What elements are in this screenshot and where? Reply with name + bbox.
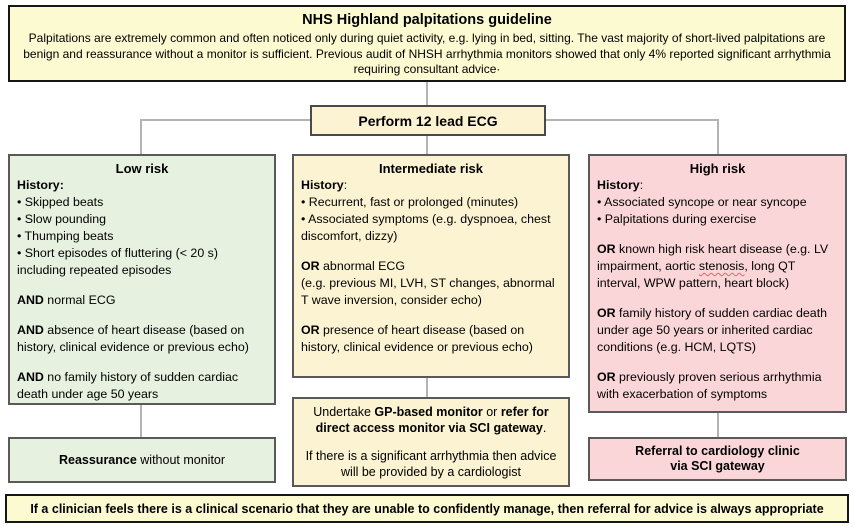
guideline-summary: Palpitations are extremely common and of…: [23, 31, 831, 76]
header-box: NHS Highland palpitations guideline Palp…: [8, 5, 846, 82]
footer-note-box: If a clinician feels there is a clinical…: [5, 494, 849, 523]
connector-to-high-risk: [717, 119, 719, 154]
ecg-label: Perform 12 lead ECG: [358, 112, 498, 129]
connector-to-low-risk: [140, 119, 142, 154]
intermediate-risk-body: History:• Recurrent, fast or prolonged (…: [301, 178, 555, 354]
ecg-box: Perform 12 lead ECG: [310, 105, 546, 136]
intermediate-risk-box: Intermediate risk History:• Recurrent, f…: [292, 154, 570, 378]
connector-ecg-right-horizontal: [546, 119, 719, 121]
intermediate-risk-title: Intermediate risk: [378, 161, 484, 176]
connector-ecg-left-horizontal: [140, 119, 310, 121]
connector-high-to-outcome: [717, 413, 719, 437]
high-risk-body: History:• Associated syncope or near syn…: [597, 178, 829, 401]
intermediate-risk-outcome-box: Undertake GP-based monitor or refer for …: [292, 397, 570, 487]
high-risk-box: High risk History:• Associated syncope o…: [588, 154, 847, 413]
footer-note: If a clinician feels there is a clinical…: [30, 501, 824, 516]
low-risk-title: Low risk: [115, 161, 169, 176]
guideline-title: NHS Highland palpitations guideline: [302, 12, 552, 28]
high-risk-title: High risk: [689, 161, 746, 176]
connector-to-intermediate-risk: [426, 136, 428, 154]
low-risk-outcome-box: Reassurance without monitor: [8, 437, 276, 483]
connector-intermediate-to-outcome: [426, 378, 428, 397]
low-risk-body: History:• Skipped beats• Slow pounding• …: [17, 178, 249, 401]
low-risk-box: Low risk History:• Skipped beats• Slow p…: [8, 154, 276, 405]
connector-header-to-ecg: [426, 82, 428, 105]
connector-low-to-outcome: [140, 405, 142, 437]
